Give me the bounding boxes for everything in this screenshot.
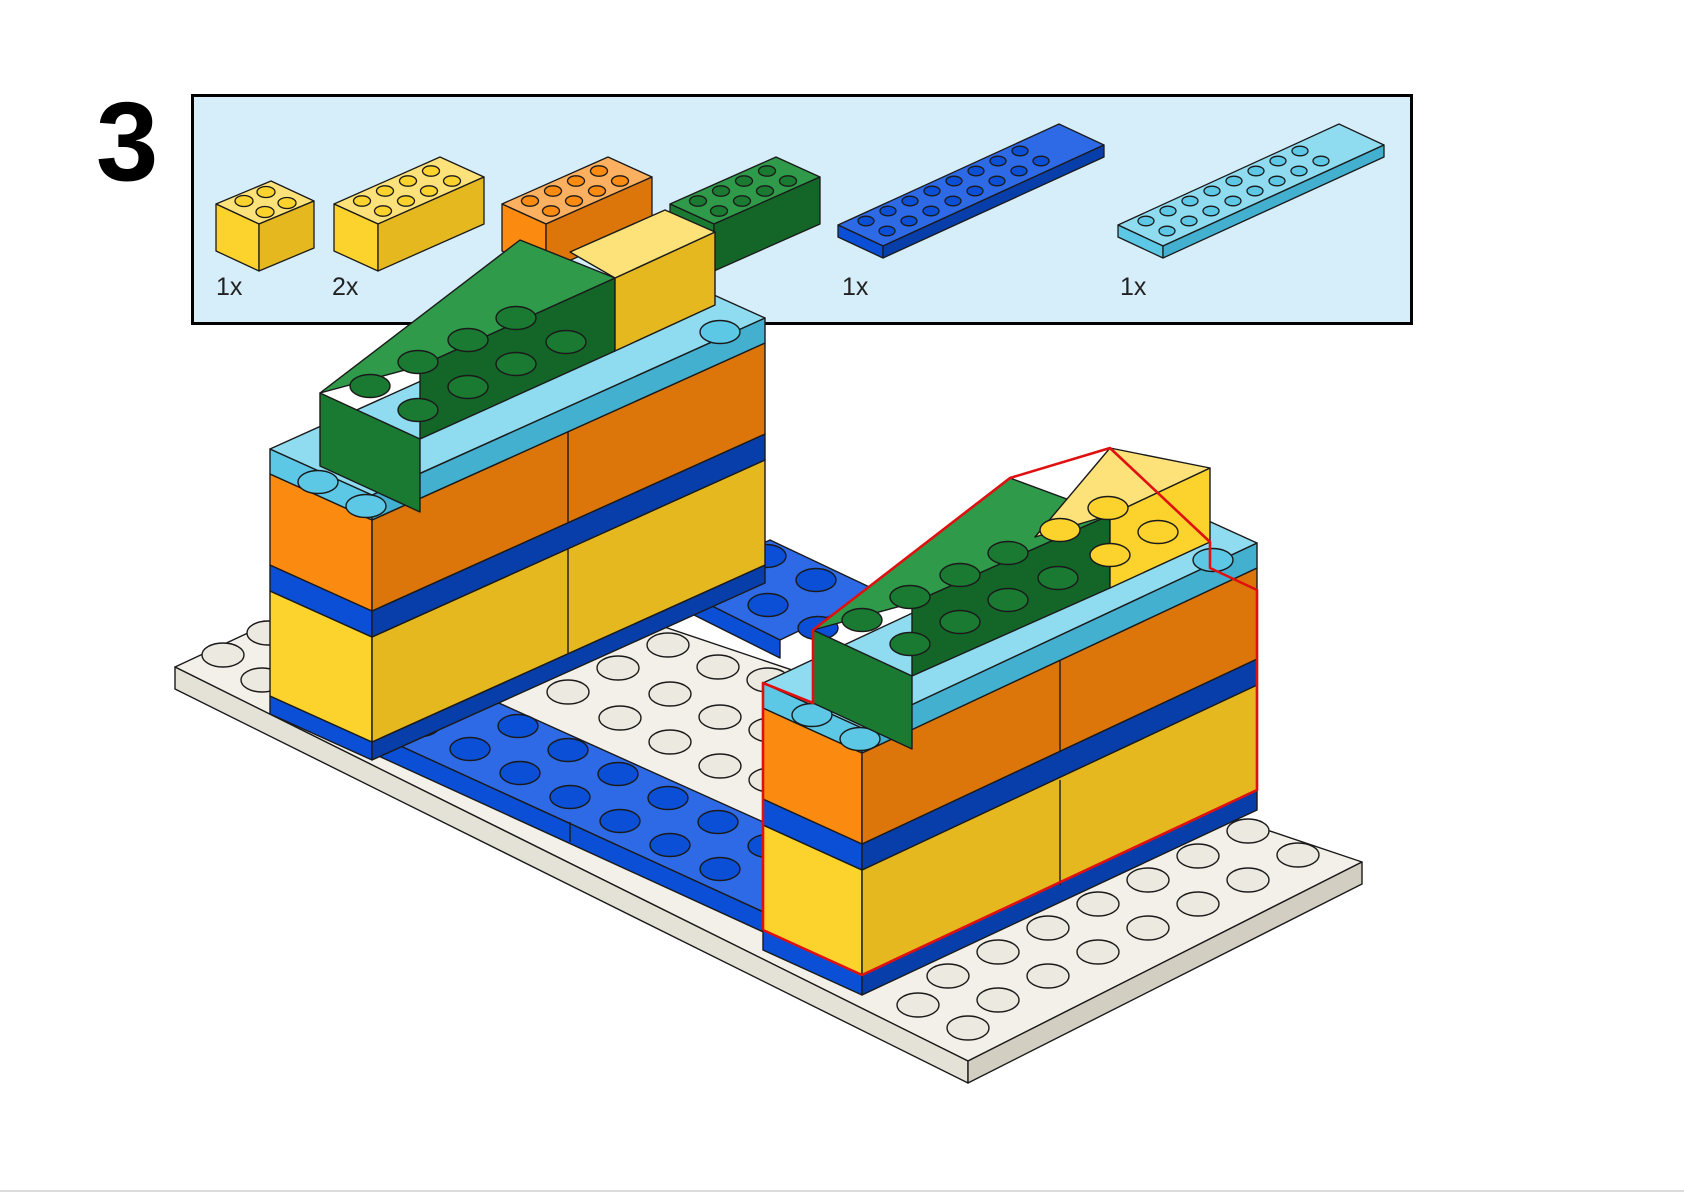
right-tower-light-blue-studs [791,547,1234,752]
part-blue-2x8-plate [837,123,1105,259]
left-tower-green-studs [349,305,587,423]
part-qty-1: 1x [216,273,243,301]
new-parts-highlight-outline [761,446,1259,977]
step-number: 3 [96,79,159,204]
parts-list-illustrations [215,123,1385,272]
part-qty-5: 1x [842,273,869,301]
part-light-blue-2x8-plate [1117,123,1385,259]
page-bottom-border [0,1190,1684,1192]
part-yellow-2x4-brick [333,156,485,272]
right-tower-yellow-studs [1039,495,1179,568]
part-qty-6: 1x [1120,273,1147,301]
left-tower-light-blue-studs [297,319,741,519]
parts-list-panel: 1x 2x 2x 1x 1x 1x [191,94,1413,325]
part-yellow-2x2-brick [215,180,315,272]
white-base-studs [201,620,1320,1041]
right-tower-green-studs [841,540,1079,657]
part-qty-2: 2x [332,273,359,301]
left-tower-yellow-2x2-brick [569,209,716,352]
right-tower [762,497,1258,996]
